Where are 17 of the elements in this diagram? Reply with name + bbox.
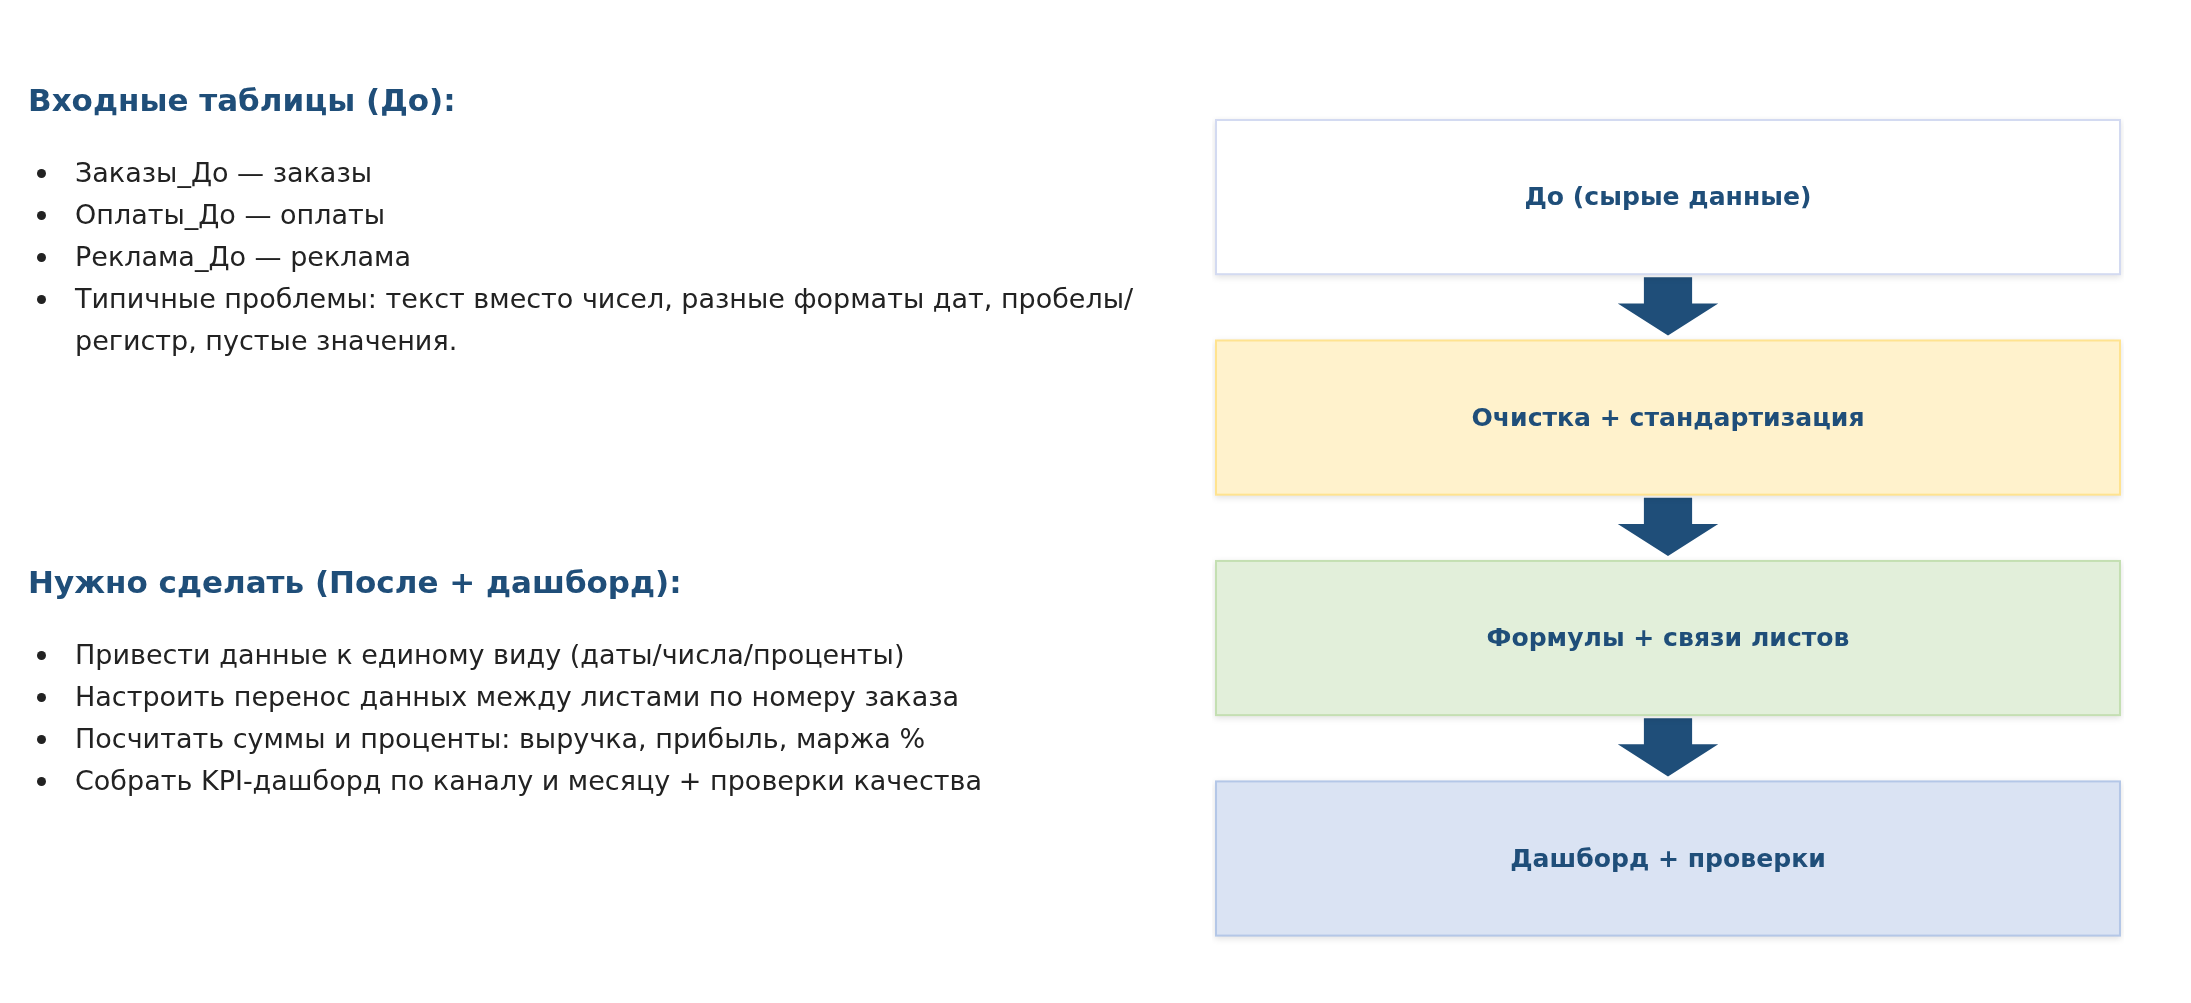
process-box: До (сырые данные) — [1215, 119, 2121, 276]
process-box: Очистка + стандартизация — [1215, 339, 2121, 496]
list-item: Оплаты_До — оплаты — [75, 198, 387, 232]
process-box: Дашборд + проверки — [1215, 780, 2121, 937]
list-item: Настроить перенос данных между листами по номеру заказа — [75, 680, 961, 714]
list-item: Реклама_До — реклама — [75, 240, 412, 274]
block-arrow — [1617, 277, 1719, 336]
block-arrow — [1617, 497, 1719, 556]
list-item: Заказы_До — заказы — [75, 156, 374, 190]
section-heading: Нужно сделать (После + дашборд): — [28, 563, 683, 602]
list-item: Привести данные к единому виду (даты/числа/проценты) — [75, 638, 906, 672]
list-item: Посчитать суммы и проценты: выручка, прибыль, маржа % — [75, 722, 927, 756]
section-heading: Входные таблицы (До): — [28, 81, 457, 120]
process-box: Формулы + связи листов — [1215, 559, 2121, 717]
list-item: Типичные проблемы: текст вместо чисел, разные форматы дат, пробелы/регистр, пустые значения. — [75, 282, 1135, 358]
block-arrow — [1617, 718, 1719, 777]
list-item: Собрать KPI-дашборд по каналу и месяцу + проверки качества — [75, 764, 983, 798]
